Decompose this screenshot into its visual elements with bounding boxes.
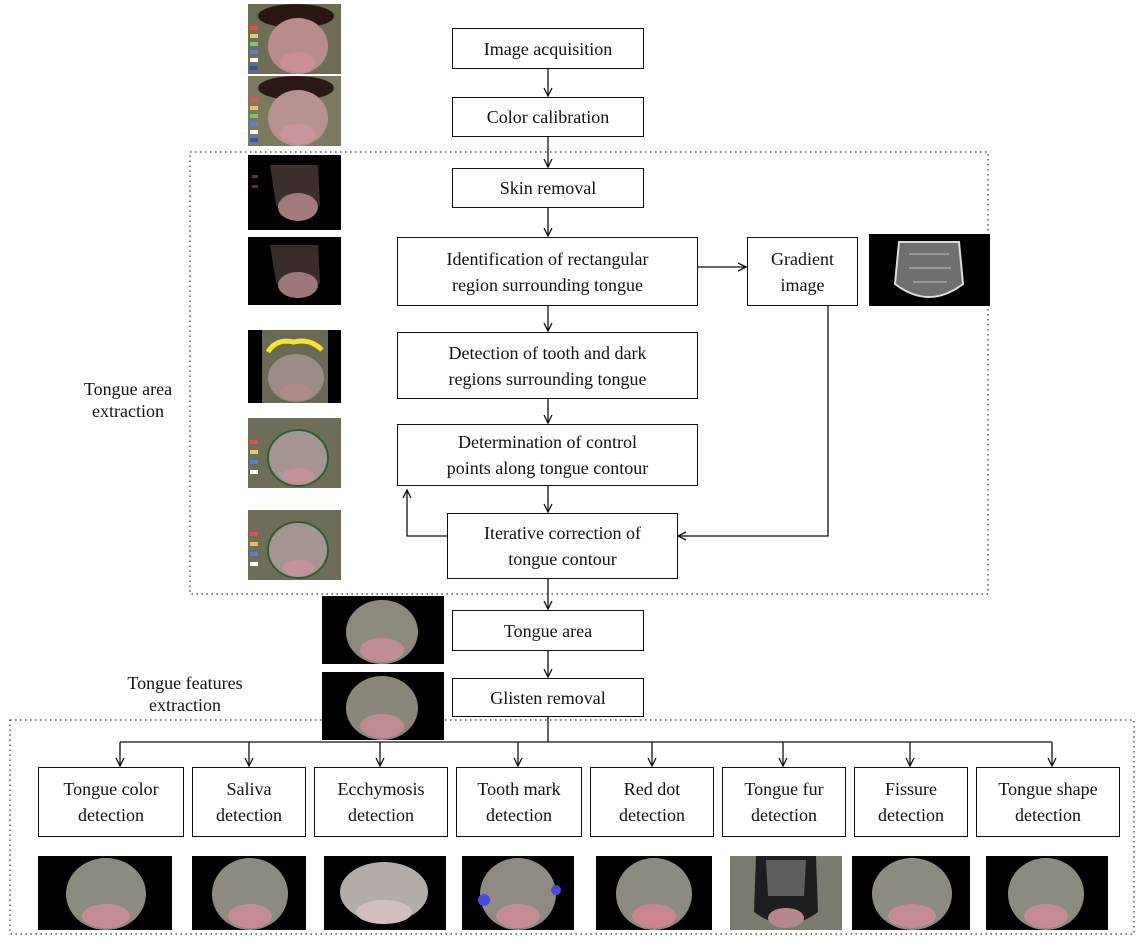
red-dot-detection-box: Red dot detection — [590, 767, 714, 837]
arrow-gradient-to-iterative — [678, 306, 829, 536]
rectangular-region-label-1: Identification of rectangular — [446, 248, 649, 269]
control-points-label-2: points along tongue contour — [446, 458, 649, 478]
tongue-area-label: Tongue area — [503, 620, 593, 641]
tooth-dark-regions-label-1: Detection of tooth and dark — [448, 342, 647, 363]
glisten-removal-label: Glisten removal — [490, 687, 606, 708]
saliva-photo — [192, 856, 306, 930]
detection-label-2: detection — [1015, 805, 1081, 825]
detection-label-1: Tooth mark — [477, 779, 561, 799]
tongue-photo-calibration — [248, 76, 341, 146]
tongue-shape-photo — [986, 856, 1108, 930]
tongue-photo-control-points — [248, 418, 341, 488]
detection-label-2: detection — [216, 805, 282, 825]
gradient-image-label-2: image — [780, 274, 825, 295]
image-acquisition-box: Image acquisition — [452, 28, 644, 69]
iterative-correction-box: Iterative correction of tongue contour — [447, 513, 678, 579]
tongue-features-extraction-line-2: extraction — [149, 695, 221, 715]
color-calibration-box: Color calibration — [452, 97, 644, 137]
glisten-removed-photo — [322, 672, 444, 740]
tongue-area-box: Tongue area — [452, 610, 644, 651]
rectangular-region-box: Identification of rectangular region sur… — [397, 237, 698, 306]
tongue-fur-detection-box: Tongue fur detection — [722, 767, 846, 837]
saliva-detection-box: Saliva detection — [192, 767, 306, 837]
detection-label-2: detection — [486, 805, 552, 825]
ecchymosis-detection-box: Ecchymosis detection — [314, 767, 448, 837]
detection-label-2: detection — [619, 805, 685, 825]
detection-label-1: Fissure — [884, 779, 937, 799]
tooth-dark-regions-label-2: regions surrounding tongue — [448, 368, 647, 389]
detection-label-2: detection — [348, 805, 414, 825]
tongue-photo-iterative-correction — [248, 510, 341, 580]
tongue-color-photo — [38, 856, 172, 930]
skin-removal-box: Skin removal — [452, 168, 644, 208]
gradient-image-box: Gradient image — [747, 237, 858, 306]
tongue-area-extraction-line-1: Tongue area — [83, 379, 173, 399]
detection-label-1: Tongue shape — [998, 779, 1098, 799]
tongue-photo-skin-removed — [248, 155, 341, 230]
gradient-image-label-1: Gradient — [771, 248, 834, 269]
red-dot-photo — [596, 856, 712, 930]
features-extraction-group-frame — [9, 719, 1135, 935]
tooth-mark-detection-box: Tooth mark detection — [456, 767, 582, 837]
ecchymosis-photo — [324, 856, 446, 930]
tongue-fur-photo — [730, 856, 842, 930]
iterative-correction-label-2: tongue contour — [508, 549, 617, 569]
detection-label-1: Saliva — [226, 779, 272, 799]
skin-removal-label: Skin removal — [499, 178, 597, 198]
detection-label-1: Tongue fur — [744, 779, 824, 799]
tongue-area-photo — [322, 596, 444, 664]
detection-label-1: Tongue color — [63, 779, 159, 799]
tongue-photo-acquisition — [248, 4, 341, 74]
tongue-area-extraction-label: Tongue area extraction — [66, 378, 190, 422]
color-calibration-label: Color calibration — [486, 107, 610, 127]
fissure-photo — [852, 856, 970, 930]
tongue-color-detection-box: Tongue color detection — [38, 767, 184, 837]
detection-label-1: Ecchymosis — [337, 779, 425, 799]
control-points-box: Determination of control points along to… — [397, 424, 698, 486]
detection-label-2: detection — [78, 805, 144, 825]
detection-label-2: detection — [878, 805, 944, 825]
tongue-shape-detection-box: Tongue shape detection — [976, 767, 1120, 837]
control-points-label-1: Determination of control — [458, 432, 637, 452]
image-acquisition-label: Image acquisition — [483, 38, 613, 59]
tongue-photo-tooth-detection — [248, 330, 341, 403]
tongue-features-extraction-line-1: Tongue features — [127, 673, 243, 693]
detection-label-2: detection — [751, 805, 817, 825]
iterative-correction-label-1: Iterative correction of — [484, 523, 641, 543]
tooth-dark-regions-box: Detection of tooth and dark regions surr… — [397, 332, 698, 399]
tongue-area-extraction-line-2: extraction — [92, 401, 164, 421]
fissure-detection-box: Fissure detection — [854, 767, 968, 837]
tooth-mark-photo — [462, 856, 574, 930]
tongue-features-extraction-label: Tongue features extraction — [110, 672, 260, 716]
rectangular-region-label-2: region surrounding tongue — [452, 274, 643, 295]
tongue-photo-rect-region — [248, 237, 341, 305]
arrow-iterative-feedback — [407, 490, 447, 537]
gradient-image-photo — [869, 234, 990, 306]
glisten-removal-box: Glisten removal — [452, 678, 644, 717]
detection-label-1: Red dot — [623, 779, 681, 799]
